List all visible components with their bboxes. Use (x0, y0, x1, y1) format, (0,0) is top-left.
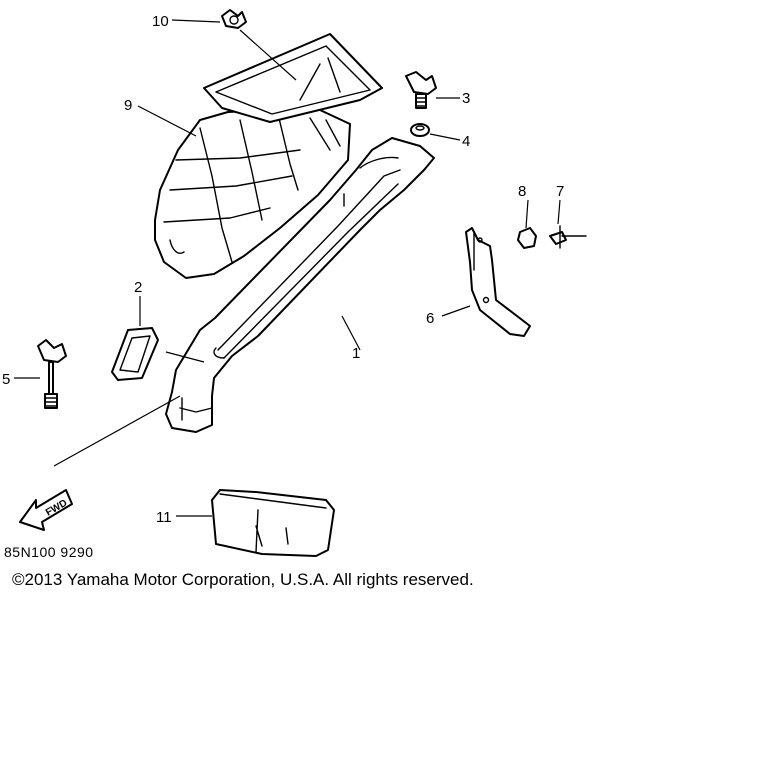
part-2-gasket (111, 327, 159, 381)
callout-10: 10 (152, 13, 169, 30)
part-5-bolt (37, 339, 67, 409)
part-6-bracket (465, 227, 531, 337)
callout-7: 7 (556, 183, 564, 200)
leader-lines (14, 19, 561, 517)
copyright-notice: ©2013 Yamaha Motor Corporation, U.S.A. A… (12, 570, 474, 589)
drawing-code: 85N100 9290 (4, 544, 94, 560)
callout-5: 5 (2, 371, 10, 388)
callout-2: 2 (134, 279, 142, 296)
callout-1: 1 (352, 345, 360, 362)
part-7-screw (549, 225, 587, 249)
callout-8: 8 (518, 183, 526, 200)
part-4-grommet (410, 123, 430, 137)
part-1-cover (165, 137, 435, 433)
callout-11: 11 (156, 509, 172, 526)
part-11-pad (211, 489, 335, 557)
callout-6: 6 (426, 310, 434, 327)
callout-4: 4 (462, 133, 470, 150)
part-9-intake-box (154, 109, 351, 279)
callout-9: 9 (124, 97, 132, 114)
callout-3: 3 (462, 90, 470, 107)
part-10-wing-bolt (221, 9, 247, 29)
part-3-wing-screw (405, 71, 437, 109)
fwd-arrow-icon: FWD (19, 489, 73, 531)
part-8-nut (517, 227, 537, 249)
